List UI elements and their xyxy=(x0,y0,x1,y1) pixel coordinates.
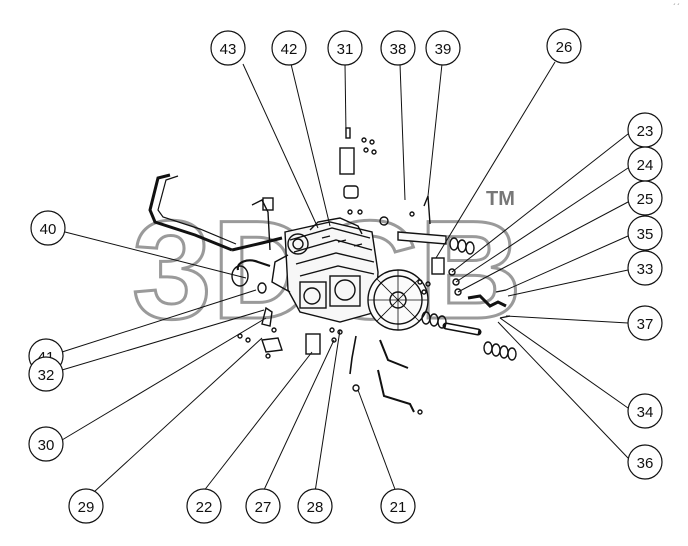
callout-32: 32 xyxy=(28,356,64,392)
callout-28-label: 28 xyxy=(307,499,324,516)
corner-mark: ´´ xyxy=(672,2,680,12)
callout-25-label: 25 xyxy=(637,191,654,208)
callout-32-label: 32 xyxy=(38,367,55,384)
callout-43: 43 xyxy=(210,30,246,66)
callout-38-label: 38 xyxy=(390,41,407,58)
callout-28: 28 xyxy=(297,488,333,524)
callout-30: 30 xyxy=(28,426,64,462)
callout-26-label: 26 xyxy=(556,39,573,56)
fan-flywheel xyxy=(367,269,429,331)
callout-35: 35 xyxy=(627,215,663,251)
callout-29-label: 29 xyxy=(78,499,95,516)
callout-36-label: 36 xyxy=(637,455,654,472)
callout-36: 36 xyxy=(627,444,663,480)
watermark-trademark: TM xyxy=(486,188,515,210)
callout-26: 26 xyxy=(546,28,582,64)
callout-38: 38 xyxy=(380,30,416,66)
callout-40: 40 xyxy=(30,210,66,246)
callout-43-label: 43 xyxy=(220,41,237,58)
callout-21-label: 21 xyxy=(390,499,407,516)
callout-bubbles: 43 42 31 38 39 26 23 24 25 35 33 37 34 3… xyxy=(28,28,663,524)
callout-21: 21 xyxy=(380,488,416,524)
callout-23: 23 xyxy=(627,112,663,148)
callout-22: 22 xyxy=(186,488,222,524)
callout-23-label: 23 xyxy=(637,123,654,140)
engine-block xyxy=(271,217,379,323)
callout-31: 31 xyxy=(327,30,363,66)
callout-29: 29 xyxy=(68,488,104,524)
callout-34-label: 34 xyxy=(637,404,654,421)
callout-33-label: 33 xyxy=(637,261,654,278)
callout-22-label: 22 xyxy=(196,499,213,516)
callout-37: 37 xyxy=(627,305,663,341)
callout-31-label: 31 xyxy=(337,41,354,58)
callout-35-label: 35 xyxy=(637,226,654,243)
callout-30-label: 30 xyxy=(38,437,55,454)
leader-lines xyxy=(61,61,629,493)
callout-24: 24 xyxy=(627,146,663,182)
callout-37-label: 37 xyxy=(637,316,654,333)
callout-39-label: 39 xyxy=(435,41,452,58)
engine-assembly-drawing xyxy=(148,127,517,415)
callout-34: 34 xyxy=(627,393,663,429)
callout-42-label: 42 xyxy=(281,41,298,58)
callout-40-label: 40 xyxy=(40,221,57,238)
callout-25: 25 xyxy=(627,180,663,216)
callout-27-label: 27 xyxy=(255,499,272,516)
callout-24-label: 24 xyxy=(637,157,654,174)
callout-27: 27 xyxy=(245,488,281,524)
callout-33: 33 xyxy=(627,250,663,286)
callout-39: 39 xyxy=(425,30,461,66)
callout-42: 42 xyxy=(271,30,307,66)
